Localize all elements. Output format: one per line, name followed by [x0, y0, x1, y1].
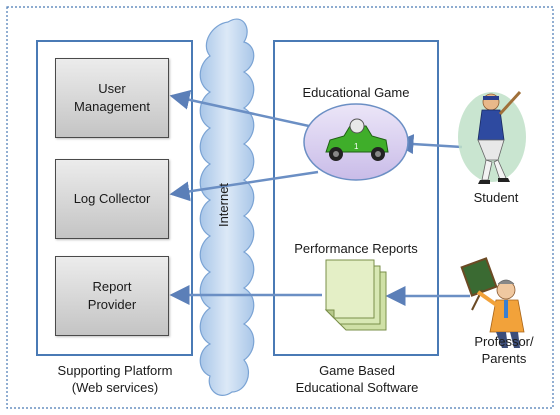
- performance-reports-icon: [324, 259, 387, 331]
- internet-cloud: [199, 18, 255, 396]
- arrow-game-to-log-collector: [169, 170, 319, 202]
- report-provider-label: Report Provider: [87, 279, 137, 312]
- student-label: Student: [473, 190, 519, 205]
- user-management-box: User Management: [55, 58, 169, 138]
- outer-frame: [6, 6, 554, 409]
- professor-label: Professor/ Parents: [474, 334, 534, 366]
- platform-caption: Supporting Platform (Web services): [57, 363, 173, 395]
- report-provider-box: Report Provider: [55, 256, 169, 336]
- student-icon: [458, 90, 526, 184]
- educational-game-label: Educational Game: [302, 85, 410, 100]
- log-collector-box: Log Collector: [55, 159, 169, 239]
- internet-label: Internet: [215, 182, 231, 228]
- professor-icon: [460, 257, 525, 348]
- svg-text:1: 1: [354, 142, 359, 151]
- educational-game-node: 1: [303, 103, 409, 181]
- user-management-label: User Management: [74, 81, 150, 114]
- arrow-game-to-user-management: [169, 89, 319, 130]
- race-car-icon: 1: [325, 118, 389, 161]
- log-collector-label: Log Collector: [73, 191, 151, 206]
- software-caption: Game Based Educational Software: [295, 363, 419, 395]
- performance-reports-label: Performance Reports: [294, 241, 418, 256]
